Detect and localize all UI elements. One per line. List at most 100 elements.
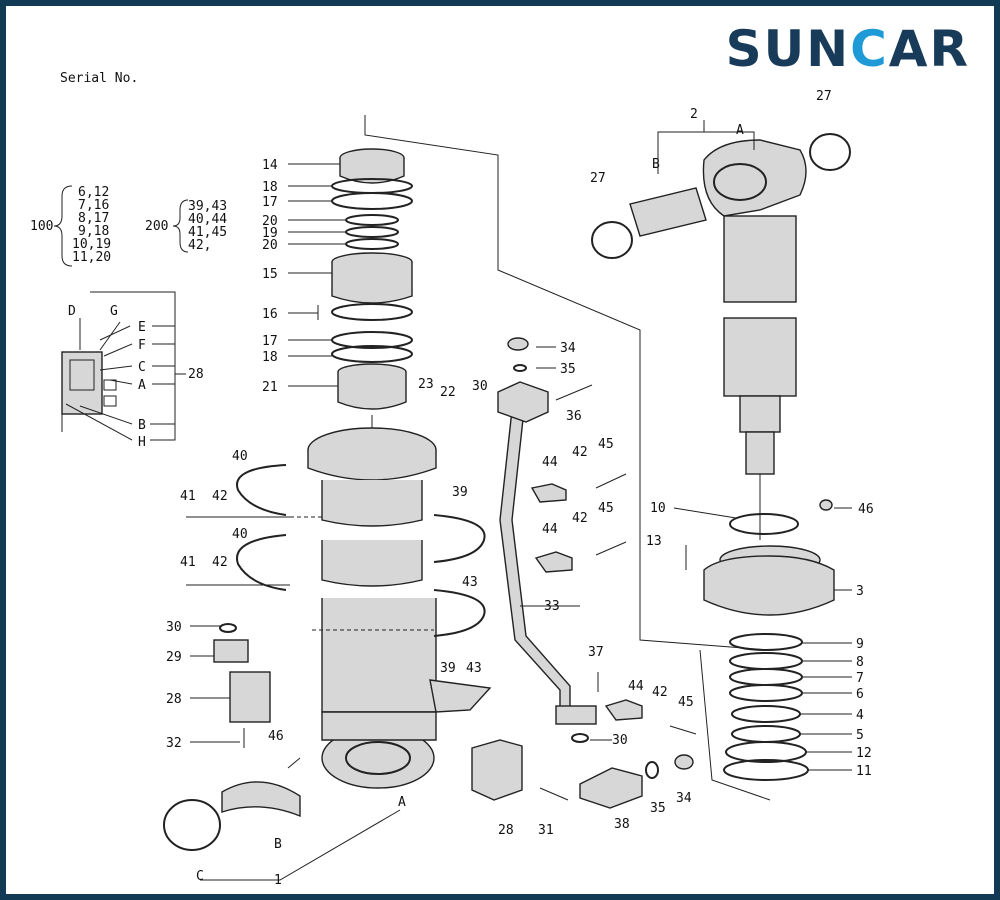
ring-20 — [345, 238, 399, 250]
kit-200-item: 39,43 — [188, 199, 227, 214]
bolt-45 — [669, 725, 697, 735]
label-A: A — [736, 123, 744, 138]
part-21-body — [337, 372, 407, 410]
callout-30: 30 — [472, 379, 488, 394]
part-46 — [287, 757, 301, 769]
kit-200-item: 41,45 — [188, 225, 227, 240]
kit-200-brace — [172, 199, 189, 253]
valve-detail: D G E F C A B H 28 — [61, 291, 204, 450]
bracket-44 — [530, 483, 567, 503]
bracket-44 — [534, 551, 573, 573]
part-35 — [513, 364, 527, 372]
block-lower — [555, 705, 597, 725]
kit-100-item: 9,18 — [78, 224, 109, 239]
callout-9: 9 — [856, 637, 864, 652]
bracket-44 — [604, 699, 643, 721]
upper-block — [497, 337, 593, 423]
leader — [79, 405, 133, 425]
tube-bracket — [429, 679, 492, 713]
bracket-line-1 — [200, 809, 401, 881]
label-H: H — [138, 435, 146, 450]
callout-11: 11 — [856, 764, 872, 779]
valve-detail-spool — [69, 359, 95, 391]
callout-46: 46 — [268, 729, 284, 744]
label-B: B — [138, 418, 146, 433]
plug-34 — [674, 754, 694, 770]
ring-7 — [729, 668, 803, 686]
part-28 — [229, 671, 271, 723]
label-A: A — [398, 795, 406, 810]
label-C: C — [196, 869, 204, 884]
label-B: B — [274, 837, 282, 852]
kit-100-item: 7,16 — [78, 198, 109, 213]
ring-9 — [729, 633, 803, 651]
callout-28: 28 — [166, 692, 182, 707]
kit-100-item: 11,20 — [72, 250, 111, 265]
tube-section-2 — [321, 540, 423, 587]
callout-22: 22 — [440, 385, 456, 400]
leader — [65, 403, 133, 441]
bracket-line-2 — [657, 120, 755, 174]
leader — [673, 507, 737, 519]
kit-100-number: 100 — [30, 219, 53, 234]
callout-28: 28 — [498, 823, 514, 838]
rod-upper — [723, 215, 797, 303]
piston-body — [703, 555, 835, 616]
part-46 — [819, 499, 833, 511]
kit-200-item: 42, — [188, 238, 211, 253]
logo-text-ar: AR — [888, 20, 970, 78]
lower-blocks — [471, 672, 694, 809]
callout-41: 41 — [180, 555, 196, 570]
ring-17 — [331, 192, 413, 210]
callout-44: 44 — [542, 455, 558, 470]
label-D: D — [68, 304, 76, 319]
callout-16: 16 — [262, 307, 278, 322]
kit-100-group: 100 6,12 7,16 8,17 9,18 10,19 11,20 — [30, 185, 111, 267]
valve-detail-bracket — [90, 291, 186, 441]
callout-32: 32 — [166, 736, 182, 751]
kit-100-item: 8,17 — [78, 211, 109, 226]
valve-detail-body — [61, 351, 103, 415]
left-valve-parts — [213, 623, 301, 769]
callout-43: 43 — [466, 661, 482, 676]
serial-no-text: Serial No. — [60, 71, 138, 86]
callout-7: 7 — [856, 671, 864, 686]
callout-labels: 14 18 17 20 19 20 15 16 17 18 21 23 22 3… — [166, 89, 874, 888]
kit-100-item: 6,12 — [78, 185, 109, 200]
ring-18 — [331, 345, 413, 363]
ring-19 — [345, 226, 399, 238]
tube-base — [321, 711, 437, 741]
callout-20: 20 — [262, 214, 278, 229]
clamp-39 — [433, 589, 486, 637]
oring-35 — [645, 761, 659, 779]
clamp-40 — [236, 534, 287, 591]
callout-34: 34 — [560, 341, 576, 356]
rod-mid — [723, 317, 797, 397]
callout-2: 2 — [690, 107, 698, 122]
ring-27 — [809, 133, 851, 171]
kit-200-item: 40,44 — [188, 212, 227, 227]
part-29 — [213, 639, 249, 663]
leader — [288, 305, 319, 320]
callout-41: 41 — [180, 489, 196, 504]
clamps-39 — [312, 514, 486, 637]
clamp-39 — [433, 514, 486, 563]
callout-45: 45 — [598, 437, 614, 452]
tube-section-3 — [321, 598, 437, 713]
block-38 — [579, 767, 643, 809]
callout-15: 15 — [262, 267, 278, 282]
callout-13: 13 — [646, 534, 662, 549]
callout-17: 17 — [262, 195, 278, 210]
kit-100-item: 10,19 — [72, 237, 111, 252]
bolt-31 — [539, 787, 569, 801]
rod-eye-bore — [713, 163, 767, 201]
part-14-body — [339, 158, 405, 184]
label-C: C — [138, 360, 146, 375]
callout-14: 14 — [262, 158, 278, 173]
callout-3: 3 — [856, 584, 864, 599]
callout-39: 39 — [452, 485, 468, 500]
leader-lines — [190, 163, 852, 771]
ring-20 — [345, 214, 399, 226]
valve-detail-port — [103, 379, 117, 391]
callout-19: 19 — [262, 226, 278, 241]
